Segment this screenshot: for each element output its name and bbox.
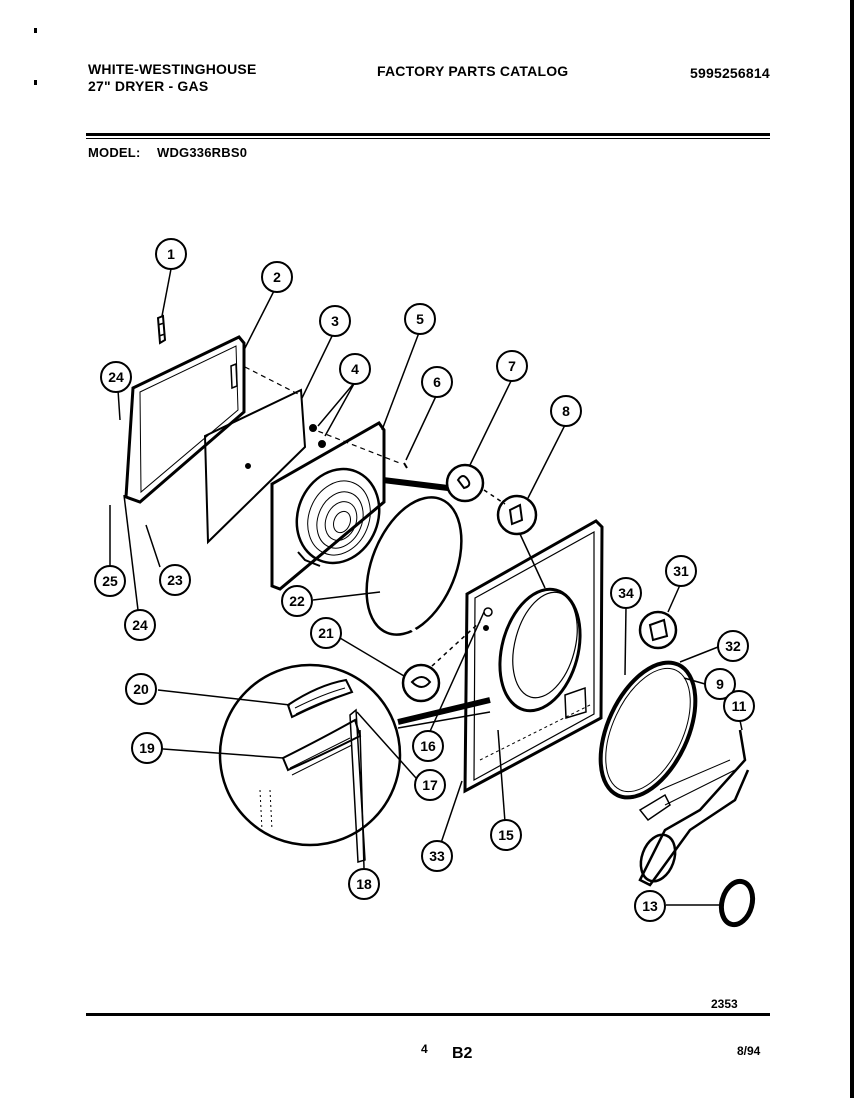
svg-text:7: 7 — [508, 358, 516, 374]
svg-text:4: 4 — [351, 361, 359, 377]
part-door-strike-detail — [496, 494, 546, 589]
svg-text:5: 5 — [416, 311, 424, 327]
part-screws — [309, 424, 326, 448]
page-edge-mark — [34, 28, 37, 33]
svg-text:33: 33 — [429, 848, 445, 864]
svg-text:32: 32 — [725, 638, 741, 654]
svg-text:31: 31 — [673, 563, 689, 579]
part-door-catch-detail — [382, 463, 506, 505]
callout-11: 11 — [723, 690, 755, 722]
part-door-liner — [203, 388, 307, 545]
assembly-line — [309, 427, 403, 465]
callout-6: 6 — [421, 366, 453, 398]
callout-32: 32 — [717, 630, 749, 662]
callout-4: 4 — [339, 353, 371, 385]
callout-34: 34 — [610, 577, 642, 609]
page-number: 4 — [421, 1042, 428, 1056]
svg-text:19: 19 — [139, 740, 155, 756]
part-door-outer-panel — [124, 335, 246, 504]
callout-17: 17 — [414, 769, 446, 801]
assembly-line — [244, 366, 301, 396]
callout-33: 33 — [421, 840, 453, 872]
svg-text:34: 34 — [618, 585, 634, 601]
svg-text:6: 6 — [433, 374, 441, 390]
callout-16: 16 — [412, 730, 444, 762]
callouts: 1 2 3 4 5 6 7 8 24 23 25 24 22 31 34 32 … — [94, 238, 755, 922]
callout-9: 9 — [704, 668, 736, 700]
svg-text:9: 9 — [716, 676, 724, 692]
callout-8: 8 — [550, 395, 582, 427]
callout-13: 13 — [634, 890, 666, 922]
callout-19: 19 — [131, 732, 163, 764]
callout-31: 31 — [665, 555, 697, 587]
svg-text:8: 8 — [562, 403, 570, 419]
page-right-border — [850, 0, 854, 1098]
svg-text:23: 23 — [167, 572, 183, 588]
svg-text:18: 18 — [356, 876, 372, 892]
svg-text:22: 22 — [289, 593, 305, 609]
callout-leaders — [109, 268, 743, 906]
magnified-detail — [218, 663, 491, 863]
part-bearing-detail — [638, 610, 678, 650]
part-pin — [403, 462, 408, 469]
product-name: 27" DRYER - GAS — [88, 78, 209, 94]
callout-15: 15 — [490, 819, 522, 851]
callout-20: 20 — [125, 673, 157, 705]
callout-7: 7 — [496, 350, 528, 382]
header-rule — [86, 133, 770, 136]
callout-3: 3 — [319, 305, 351, 337]
svg-text:25: 25 — [102, 573, 118, 589]
section-code: B2 — [452, 1045, 473, 1062]
catalog-number: 5995256814 — [690, 65, 770, 81]
callout-5: 5 — [404, 303, 436, 335]
svg-text:20: 20 — [133, 681, 149, 697]
callout-22: 22 — [281, 585, 313, 617]
callout-23: 23 — [159, 564, 191, 596]
part-lint-duct — [638, 729, 750, 887]
part-switch-detail — [401, 621, 481, 703]
revision-date: 8/94 — [737, 1044, 761, 1058]
part-inner-door — [270, 421, 386, 591]
svg-text:13: 13 — [642, 898, 658, 914]
svg-text:15: 15 — [498, 827, 514, 843]
svg-text:2: 2 — [273, 269, 281, 285]
callout-24-bottom: 24 — [124, 609, 156, 641]
svg-text:24: 24 — [108, 369, 124, 385]
callout-1: 1 — [155, 238, 187, 270]
callout-21: 21 — [310, 617, 342, 649]
callout-18: 18 — [348, 868, 380, 900]
svg-text:24: 24 — [132, 617, 148, 633]
svg-text:21: 21 — [318, 625, 334, 641]
svg-text:17: 17 — [422, 777, 438, 793]
part-handle — [156, 314, 167, 345]
model-value: WDG336RBS0 — [157, 145, 248, 160]
svg-text:16: 16 — [420, 738, 436, 754]
brand-name: WHITE-WESTINGHOUSE — [88, 61, 257, 77]
part-bearing-ring — [718, 878, 756, 928]
svg-text:11: 11 — [732, 698, 747, 714]
drawing-number: 2353 — [711, 997, 738, 1011]
svg-text:1: 1 — [167, 246, 175, 262]
page-edge-mark — [34, 80, 37, 85]
part-front-seal — [598, 660, 698, 800]
callout-2: 2 — [261, 261, 293, 293]
footer-rule — [86, 1013, 770, 1016]
part-door-gasket — [365, 496, 463, 639]
callout-24-top: 24 — [100, 361, 132, 393]
model-label: MODEL: — [88, 145, 141, 160]
svg-text:3: 3 — [331, 313, 339, 329]
header-rule-thin — [86, 138, 770, 139]
catalog-title: FACTORY PARTS CATALOG — [377, 63, 569, 79]
callout-25: 25 — [94, 565, 126, 597]
